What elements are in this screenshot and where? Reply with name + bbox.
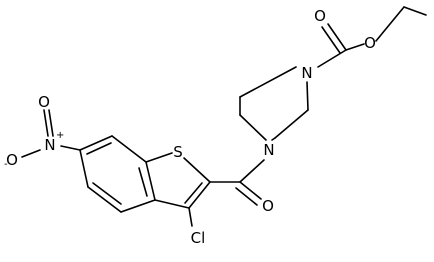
- bond-benz-3: [87, 186, 122, 213]
- bond-pip-4: [239, 114, 267, 141]
- bond-benz-1-inner: [138, 167, 148, 197]
- atom-o-nitro-charge: -: [4, 159, 8, 170]
- bond-n-o-top-2: [48, 109, 54, 137]
- bond-pip-1: [306, 81, 309, 111]
- bond-carbonyl-c-o-double-1: [327, 23, 347, 51]
- bond-benz-6: [111, 135, 147, 163]
- bond-pip-3: [271, 137, 276, 141]
- bond-benz-3-inner: [92, 182, 122, 205]
- atom-o-amide: O: [262, 197, 274, 215]
- bond-n-o-left: [21, 149, 41, 158]
- bonds: [21, 6, 427, 227]
- bond-carbonyl-c-o-double-2: [321, 26, 341, 54]
- bond-benz-5-inner: [86, 142, 112, 155]
- bond-thio-s-c7a: [145, 152, 173, 163]
- bond-pip-6: [239, 66, 297, 98]
- atom-n-carbamate: N: [301, 64, 312, 82]
- bond-amide-co-1: [239, 181, 262, 200]
- bond-thio-c2-c3: [188, 181, 211, 209]
- atom-n-nitro-charge: +: [56, 130, 64, 141]
- bond-ethyl-ch2-o: [375, 6, 405, 42]
- bond-amide-co-2: [235, 187, 258, 206]
- bond-carbonyl-c-n: [317, 49, 347, 68]
- atom-o-ester-carbonyl: O: [314, 7, 326, 25]
- bond-ethyl-ch3: [403, 6, 427, 16]
- bond-c3-cl: [188, 207, 193, 227]
- bond-benz-1: [145, 161, 156, 201]
- atom-o-nitro-left: O: [6, 151, 18, 169]
- atom-o-nitro-top: O: [38, 93, 50, 111]
- bond-benz-2: [120, 199, 156, 213]
- bond-thio-c2-c3-inner: [184, 182, 203, 204]
- bond-pip-2: [274, 109, 309, 139]
- bond-thio-c3-c3a: [154, 199, 190, 209]
- atom-s-thiophene: S: [173, 143, 183, 161]
- atom-n-nitro: N: [44, 136, 55, 154]
- bond-o-carbonyl-c: [345, 43, 365, 51]
- bond-benz-5: [79, 135, 113, 151]
- bond-c-n-nitro: [60, 145, 81, 151]
- bond-n-amide-c: [239, 159, 265, 183]
- atom-cl: Cl: [191, 229, 206, 247]
- atom-o-ester-single: O: [364, 34, 376, 52]
- bond-thio-c2-s: [183, 157, 211, 183]
- atom-n-amide: N: [263, 141, 274, 159]
- bond-n-o-top-1: [43, 109, 49, 137]
- atom-labels: O O N N O S Cl N + O O -: [4, 7, 376, 247]
- bond-benz-4: [79, 149, 89, 188]
